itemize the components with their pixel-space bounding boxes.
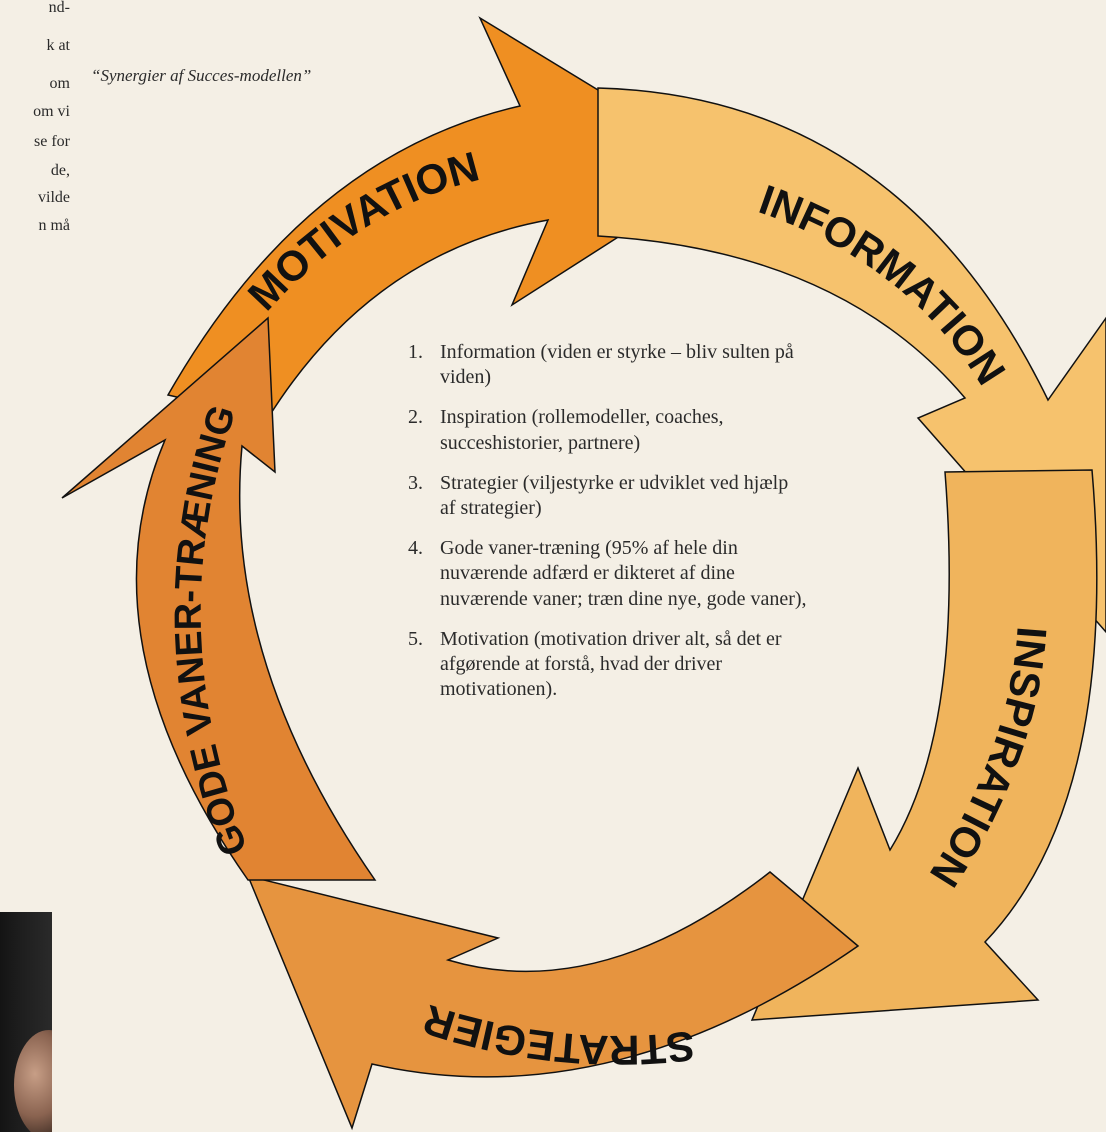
body-text-line: k at (46, 37, 70, 54)
steps-list: 1.Information (viden er styrke – bliv su… (408, 340, 808, 717)
body-text-line: om (49, 75, 70, 92)
figure-caption: “Synergier af Succes-modellen” (91, 66, 312, 85)
list-item: 1.Information (viden er styrke – bliv su… (408, 341, 794, 389)
body-text-line: de, (50, 162, 70, 179)
body-text-line: n må (38, 217, 70, 234)
list-item: 5.Motivation (motivation driver alt, så … (408, 627, 782, 701)
vaner-arrow (61, 316, 377, 881)
information-arrow (597, 87, 1106, 634)
strategier-arrow (246, 871, 860, 1131)
list-item: 3.Strategier (viljestyrke er udviklet ve… (408, 471, 789, 519)
body-text-line: vilde (38, 189, 70, 206)
portrait-photo (0, 912, 52, 1132)
body-text-line: nd- (48, 0, 70, 16)
body-text-line: om vi (33, 103, 70, 120)
list-item: 4.Gode vaner-træning (95% af hele din nu… (408, 537, 807, 610)
inspiration-arrow (750, 469, 1098, 1021)
list-item: 2.Inspiration (rollemodeller, coaches, s… (408, 406, 724, 454)
body-text-fragment: nd- k at om om vi se for de, vilde n må (0, 0, 70, 260)
body-text-line: se for (34, 133, 70, 150)
